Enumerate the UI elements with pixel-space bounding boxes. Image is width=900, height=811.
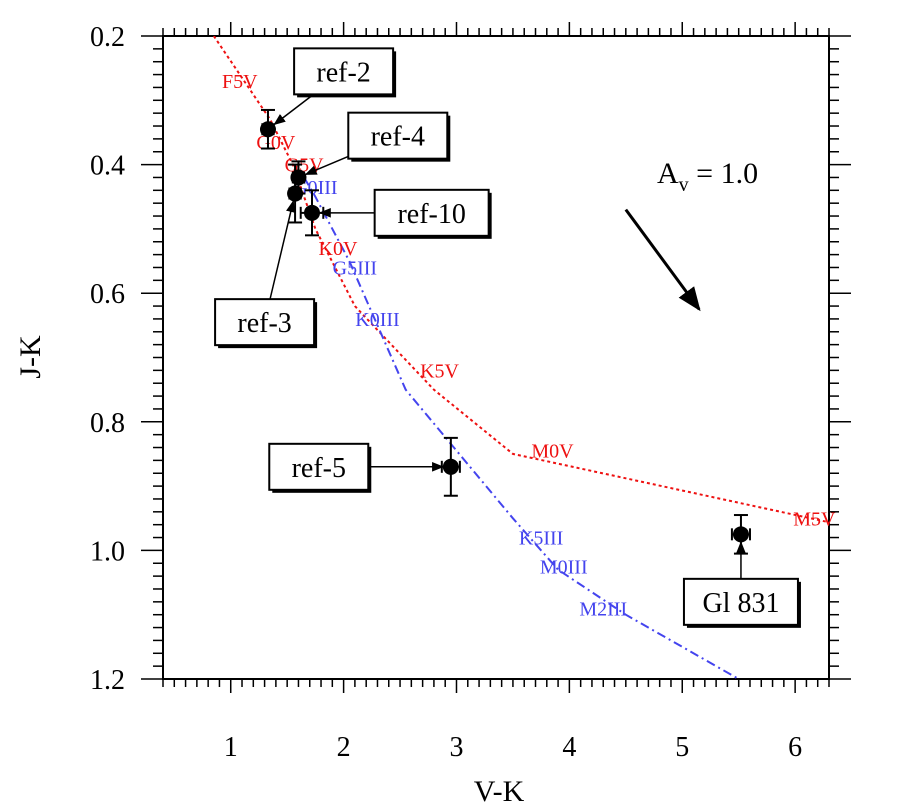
y-axis: 0.2 0.4 0.6 0.8 1.0 1.2 bbox=[90, 22, 851, 696]
data-points bbox=[259, 108, 751, 555]
callout-box bbox=[214, 298, 316, 347]
callout-label: ref-2 bbox=[316, 57, 370, 88]
spectral-label-m0v: M0V bbox=[531, 441, 574, 463]
data-point-ref-10 bbox=[299, 189, 325, 237]
y-tick-label: 1.0 bbox=[90, 536, 125, 567]
spectral-label-m2iii: M2III bbox=[579, 598, 627, 620]
spectral-label-f5v: F5V bbox=[222, 71, 258, 93]
x-tick-label: 1 bbox=[224, 732, 238, 763]
x-tick-label: 2 bbox=[337, 732, 351, 763]
callout-arrow bbox=[269, 200, 296, 300]
callout-label: ref-10 bbox=[397, 199, 465, 230]
data-point-marker bbox=[732, 526, 749, 543]
spectral-label-m0iii: M0III bbox=[540, 556, 588, 578]
y-tick-label: 0.2 bbox=[90, 22, 125, 53]
data-point-marker bbox=[259, 121, 276, 138]
spectral-type-labels: F5VG0VG5VK0VK5VM0VM5VG0IIIG5IIIK0IIIK5II… bbox=[222, 71, 836, 620]
spectral-label-k0v: K0V bbox=[319, 238, 358, 260]
spectral-label-g5iii: G5III bbox=[333, 257, 377, 279]
y-axis-title: J-K bbox=[14, 335, 47, 379]
callout-ref-2: ref-2 bbox=[273, 47, 397, 126]
callout-ref-10: ref-10 bbox=[318, 188, 492, 239]
callout-gl-831: Gl 831 bbox=[682, 541, 801, 628]
reddening-arrow bbox=[624, 208, 701, 312]
reddening-label-sub: v bbox=[679, 174, 689, 196]
point-callouts: ref-2 ref-4 ref-3 ref-10 ref-5 Gl 831 bbox=[214, 47, 801, 628]
x-tick-label: 4 bbox=[562, 732, 576, 763]
callout-ref-4: ref-4 bbox=[304, 111, 451, 176]
spectral-label-g0v: G0V bbox=[256, 132, 295, 154]
x-tick-label: 3 bbox=[449, 732, 463, 763]
data-point-marker bbox=[290, 169, 307, 186]
x-axis-title: V-K bbox=[474, 775, 525, 808]
spectral-label-k5v: K5V bbox=[420, 360, 459, 382]
spectral-label-k0iii: K0III bbox=[355, 309, 399, 331]
data-point-ref-2 bbox=[259, 108, 276, 150]
callout-box bbox=[373, 188, 490, 237]
reddening-label: Av = 1.0 bbox=[657, 157, 758, 196]
callout-arrow bbox=[273, 93, 315, 126]
reddening-vector: Av = 1.0 bbox=[624, 157, 758, 312]
x-tick-label: 6 bbox=[788, 732, 802, 763]
callout-label: ref-4 bbox=[371, 122, 425, 153]
data-point-marker bbox=[287, 185, 304, 202]
y-tick-label: 0.8 bbox=[90, 408, 125, 439]
data-point-ref-5 bbox=[440, 436, 461, 497]
spectral-label-m5v: M5V bbox=[793, 508, 836, 530]
spectral-label-k5iii: K5III bbox=[519, 528, 563, 550]
callout-ref-5: ref-5 bbox=[268, 442, 445, 493]
callout-box bbox=[347, 111, 449, 160]
x-axis: 1 2 3 4 5 6 bbox=[162, 22, 830, 763]
callout-label: ref-5 bbox=[292, 453, 346, 484]
y-tick-label: 0.6 bbox=[90, 279, 125, 310]
callout-label: ref-3 bbox=[237, 308, 291, 339]
y-tick-label: 1.2 bbox=[90, 665, 125, 696]
callout-ref-3: ref-3 bbox=[214, 200, 318, 349]
data-point-ref-3 bbox=[287, 163, 304, 224]
x-tick-label: 5 bbox=[675, 732, 689, 763]
callout-box bbox=[682, 577, 799, 626]
data-point-gl-831 bbox=[730, 514, 751, 555]
y-tick-label: 0.4 bbox=[90, 151, 125, 182]
callout-arrow bbox=[304, 155, 349, 176]
reddening-label-rest: = 1.0 bbox=[689, 157, 758, 190]
reddening-label-main: A bbox=[657, 157, 679, 190]
callout-box bbox=[293, 47, 395, 96]
callout-label: Gl 831 bbox=[702, 588, 779, 619]
data-point-marker bbox=[304, 204, 321, 221]
giant-sequence-line bbox=[303, 176, 740, 679]
data-point-marker bbox=[442, 458, 459, 475]
callout-box bbox=[268, 442, 370, 491]
